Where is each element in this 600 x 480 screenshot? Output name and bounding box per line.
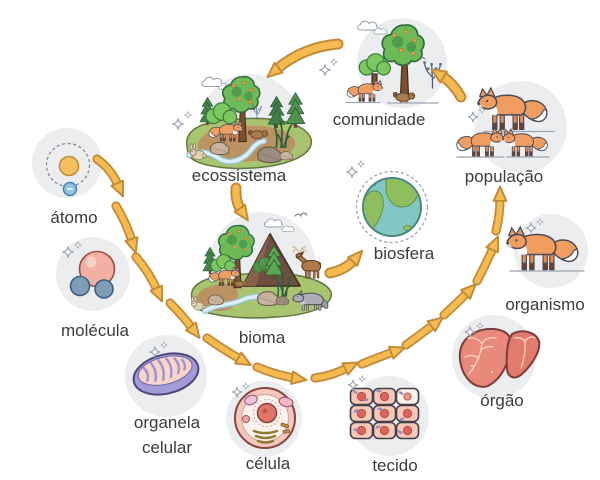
label-molecula: molécula bbox=[60, 321, 130, 340]
arrow-organismo-populacao bbox=[472, 185, 508, 286]
nucleus bbox=[58, 155, 80, 177]
label-bioma: bioma bbox=[238, 328, 286, 347]
liver-right-lobe bbox=[505, 330, 541, 379]
arrow-bioma-biosfera bbox=[324, 249, 364, 279]
bioma-icon bbox=[190, 212, 332, 320]
sparkle-icon bbox=[345, 165, 359, 179]
label-tecido: tecido bbox=[372, 456, 418, 475]
sparkle-icon bbox=[358, 375, 366, 383]
molecula-icon bbox=[56, 237, 130, 311]
atomo-icon bbox=[32, 128, 102, 198]
organismo-icon bbox=[505, 214, 588, 288]
biosfera-icon bbox=[345, 160, 429, 244]
cell-nucleus bbox=[256, 402, 278, 424]
cloud-icon bbox=[357, 20, 378, 31]
flow-arrows bbox=[92, 38, 508, 385]
label-atomo: átomo bbox=[50, 208, 98, 227]
populacao-icon bbox=[456, 81, 567, 173]
label-populacao: população bbox=[464, 167, 544, 186]
continents bbox=[364, 179, 419, 231]
sparkle-icon bbox=[318, 63, 332, 77]
label-organela: organela celular bbox=[133, 413, 201, 457]
arrow-populacao-comunidade bbox=[430, 68, 467, 103]
sparkle-icon bbox=[330, 58, 338, 66]
cloud-icon bbox=[201, 76, 223, 88]
comunidade-icon bbox=[318, 18, 447, 108]
label-comunidade: comunidade bbox=[332, 110, 426, 129]
label-organismo: organismo bbox=[505, 295, 585, 314]
electron-orbit bbox=[45, 142, 91, 188]
label-biosfera: biosfera bbox=[373, 244, 435, 263]
organela-icon bbox=[125, 335, 207, 417]
arrow-organela-celula bbox=[165, 298, 252, 367]
label-celula: célula bbox=[245, 454, 291, 473]
label-orgao: órgão bbox=[480, 391, 524, 410]
arrow-molecula-organela bbox=[111, 201, 164, 303]
arrow-comunidade-ecossistema bbox=[266, 38, 344, 79]
orgao-icon bbox=[452, 315, 541, 399]
tecido-icon bbox=[347, 375, 429, 456]
arrow-celula-tecido bbox=[252, 362, 308, 385]
sparkle-icon bbox=[171, 117, 185, 131]
sparkle-icon bbox=[184, 111, 192, 119]
celula-icon bbox=[226, 381, 302, 457]
arrow-ecossistema-bioma bbox=[230, 182, 249, 222]
label-ecossistema: ecossistema bbox=[191, 166, 287, 185]
ecossistema-icon bbox=[171, 74, 312, 174]
golgi-icon bbox=[252, 429, 279, 444]
sparkle-icon bbox=[357, 160, 365, 168]
mitochondria-icon bbox=[132, 352, 200, 396]
arrow-orgao-organismo bbox=[401, 283, 477, 350]
arrow-tecido-orgao bbox=[310, 345, 406, 383]
mountain-facet bbox=[243, 234, 270, 286]
arrow-atomo-molecula bbox=[92, 154, 124, 198]
